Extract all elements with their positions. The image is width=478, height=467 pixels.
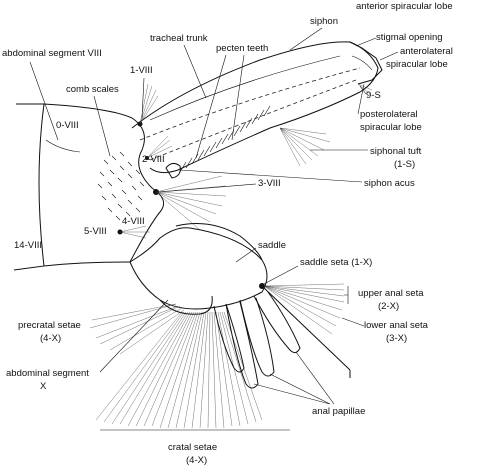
label-precratal-setae: precratal setae (4-X)	[18, 320, 81, 344]
label-text: (4-X)	[186, 455, 207, 466]
label-text: tracheal trunk	[150, 33, 208, 44]
cratal-setae	[95, 311, 290, 431]
label-siphonal-tuft: siphonal tuft (1-S)	[310, 146, 422, 170]
label-posterolateral-spiracular-lobe: posterolateral spiracular lobe	[357, 83, 422, 133]
siphon-outline	[131, 41, 383, 174]
label-seta-1-viii: 1-VIII	[130, 65, 153, 119]
label-text: stigmal opening	[376, 32, 443, 43]
label-siphon-acus: siphon acus	[179, 169, 415, 189]
anal-setae	[261, 283, 351, 378]
label-text: 4-VIII	[122, 216, 145, 227]
label-text: spiracular lobe	[386, 59, 448, 70]
label-saddle-seta: saddle seta (1-X)	[263, 257, 372, 285]
label-text: cratal setae	[168, 442, 217, 453]
label-text: abdominal segment	[6, 368, 89, 379]
label-text: 0-VIII	[56, 120, 79, 131]
label-text: siphonal tuft	[370, 146, 422, 157]
abdominal-segment-viii-outline	[13, 103, 165, 271]
pecten-teeth	[165, 105, 271, 179]
label-text: 3-VIII	[258, 178, 281, 189]
label-text: posterolateral	[360, 109, 418, 120]
label-text: anterior spiracular lobe	[356, 1, 453, 12]
label-abdominal-segment-x: abdominal segment X	[6, 299, 169, 392]
label-seta-4-viii: 4-VIII	[122, 216, 145, 227]
label-text: upper anal seta	[358, 288, 424, 299]
label-lower-anal-seta: lower anal seta (3-X)	[341, 317, 429, 344]
label-text: precratal setae	[18, 320, 81, 331]
label-anal-papillae: anal papillae	[253, 351, 365, 417]
label-text: 5-VIII	[84, 226, 107, 237]
label-text: comb scales	[66, 84, 119, 95]
label-seta-3-viii: 3-VIII	[159, 178, 281, 193]
label-text: lower anal seta	[364, 320, 429, 331]
label-seta-2-viii: 2-VIII	[142, 154, 165, 165]
anal-papillae	[213, 291, 301, 389]
label-seta-0-viii: 0-VIII	[56, 120, 79, 131]
label-text: anal papillae	[312, 406, 365, 417]
label-tracheal-trunk: tracheal trunk	[150, 33, 208, 99]
label-text: (3-X)	[386, 333, 407, 344]
label-abdominal-segment-viii: abdominal segment VIII	[2, 48, 102, 141]
label-text: 2-VIII	[142, 154, 165, 165]
precratal-setae	[89, 303, 185, 355]
label-stigmal-opening: stigmal opening	[355, 32, 443, 47]
label-text: saddle seta (1-X)	[300, 257, 372, 268]
segment-viii-setae	[117, 83, 373, 239]
label-text: 1-VIII	[130, 65, 153, 76]
saddle-and-segment-x	[129, 223, 268, 315]
label-siphon: siphon	[289, 16, 338, 51]
label-pecten-teeth: pecten teeth	[195, 43, 268, 159]
label-text: 9-S	[366, 90, 381, 101]
label-text: siphon acus	[364, 178, 415, 189]
label-text: abdominal segment VIII	[2, 48, 102, 59]
label-cratal-setae: cratal setae (4-X)	[168, 442, 217, 466]
label-text: saddle	[258, 240, 286, 251]
comb-scales	[97, 151, 145, 221]
label-anterolateral-spiracular-lobe: anterolateral spiracular lobe	[379, 46, 453, 70]
label-seta-14-viii: 14-VIII	[14, 240, 42, 251]
label-saddle: saddle	[235, 240, 286, 263]
label-anterior-spiracular-lobe: anterior spiracular lobe	[356, 1, 453, 12]
label-upper-anal-seta: upper anal seta (2-X)	[344, 286, 424, 312]
label-text: (1-S)	[394, 159, 415, 170]
label-text: spiracular lobe	[360, 122, 422, 133]
label-seta-5-viii: 5-VIII	[84, 226, 107, 237]
label-text: pecten teeth	[216, 43, 268, 54]
label-text: 14-VIII	[14, 240, 42, 251]
label-text: anterolateral	[400, 46, 453, 57]
label-text: X	[40, 381, 47, 392]
label-text: siphon	[310, 16, 338, 27]
label-comb-scales: comb scales	[66, 84, 119, 157]
label-text: (4-X)	[40, 333, 61, 344]
label-text: (2-X)	[378, 301, 399, 312]
